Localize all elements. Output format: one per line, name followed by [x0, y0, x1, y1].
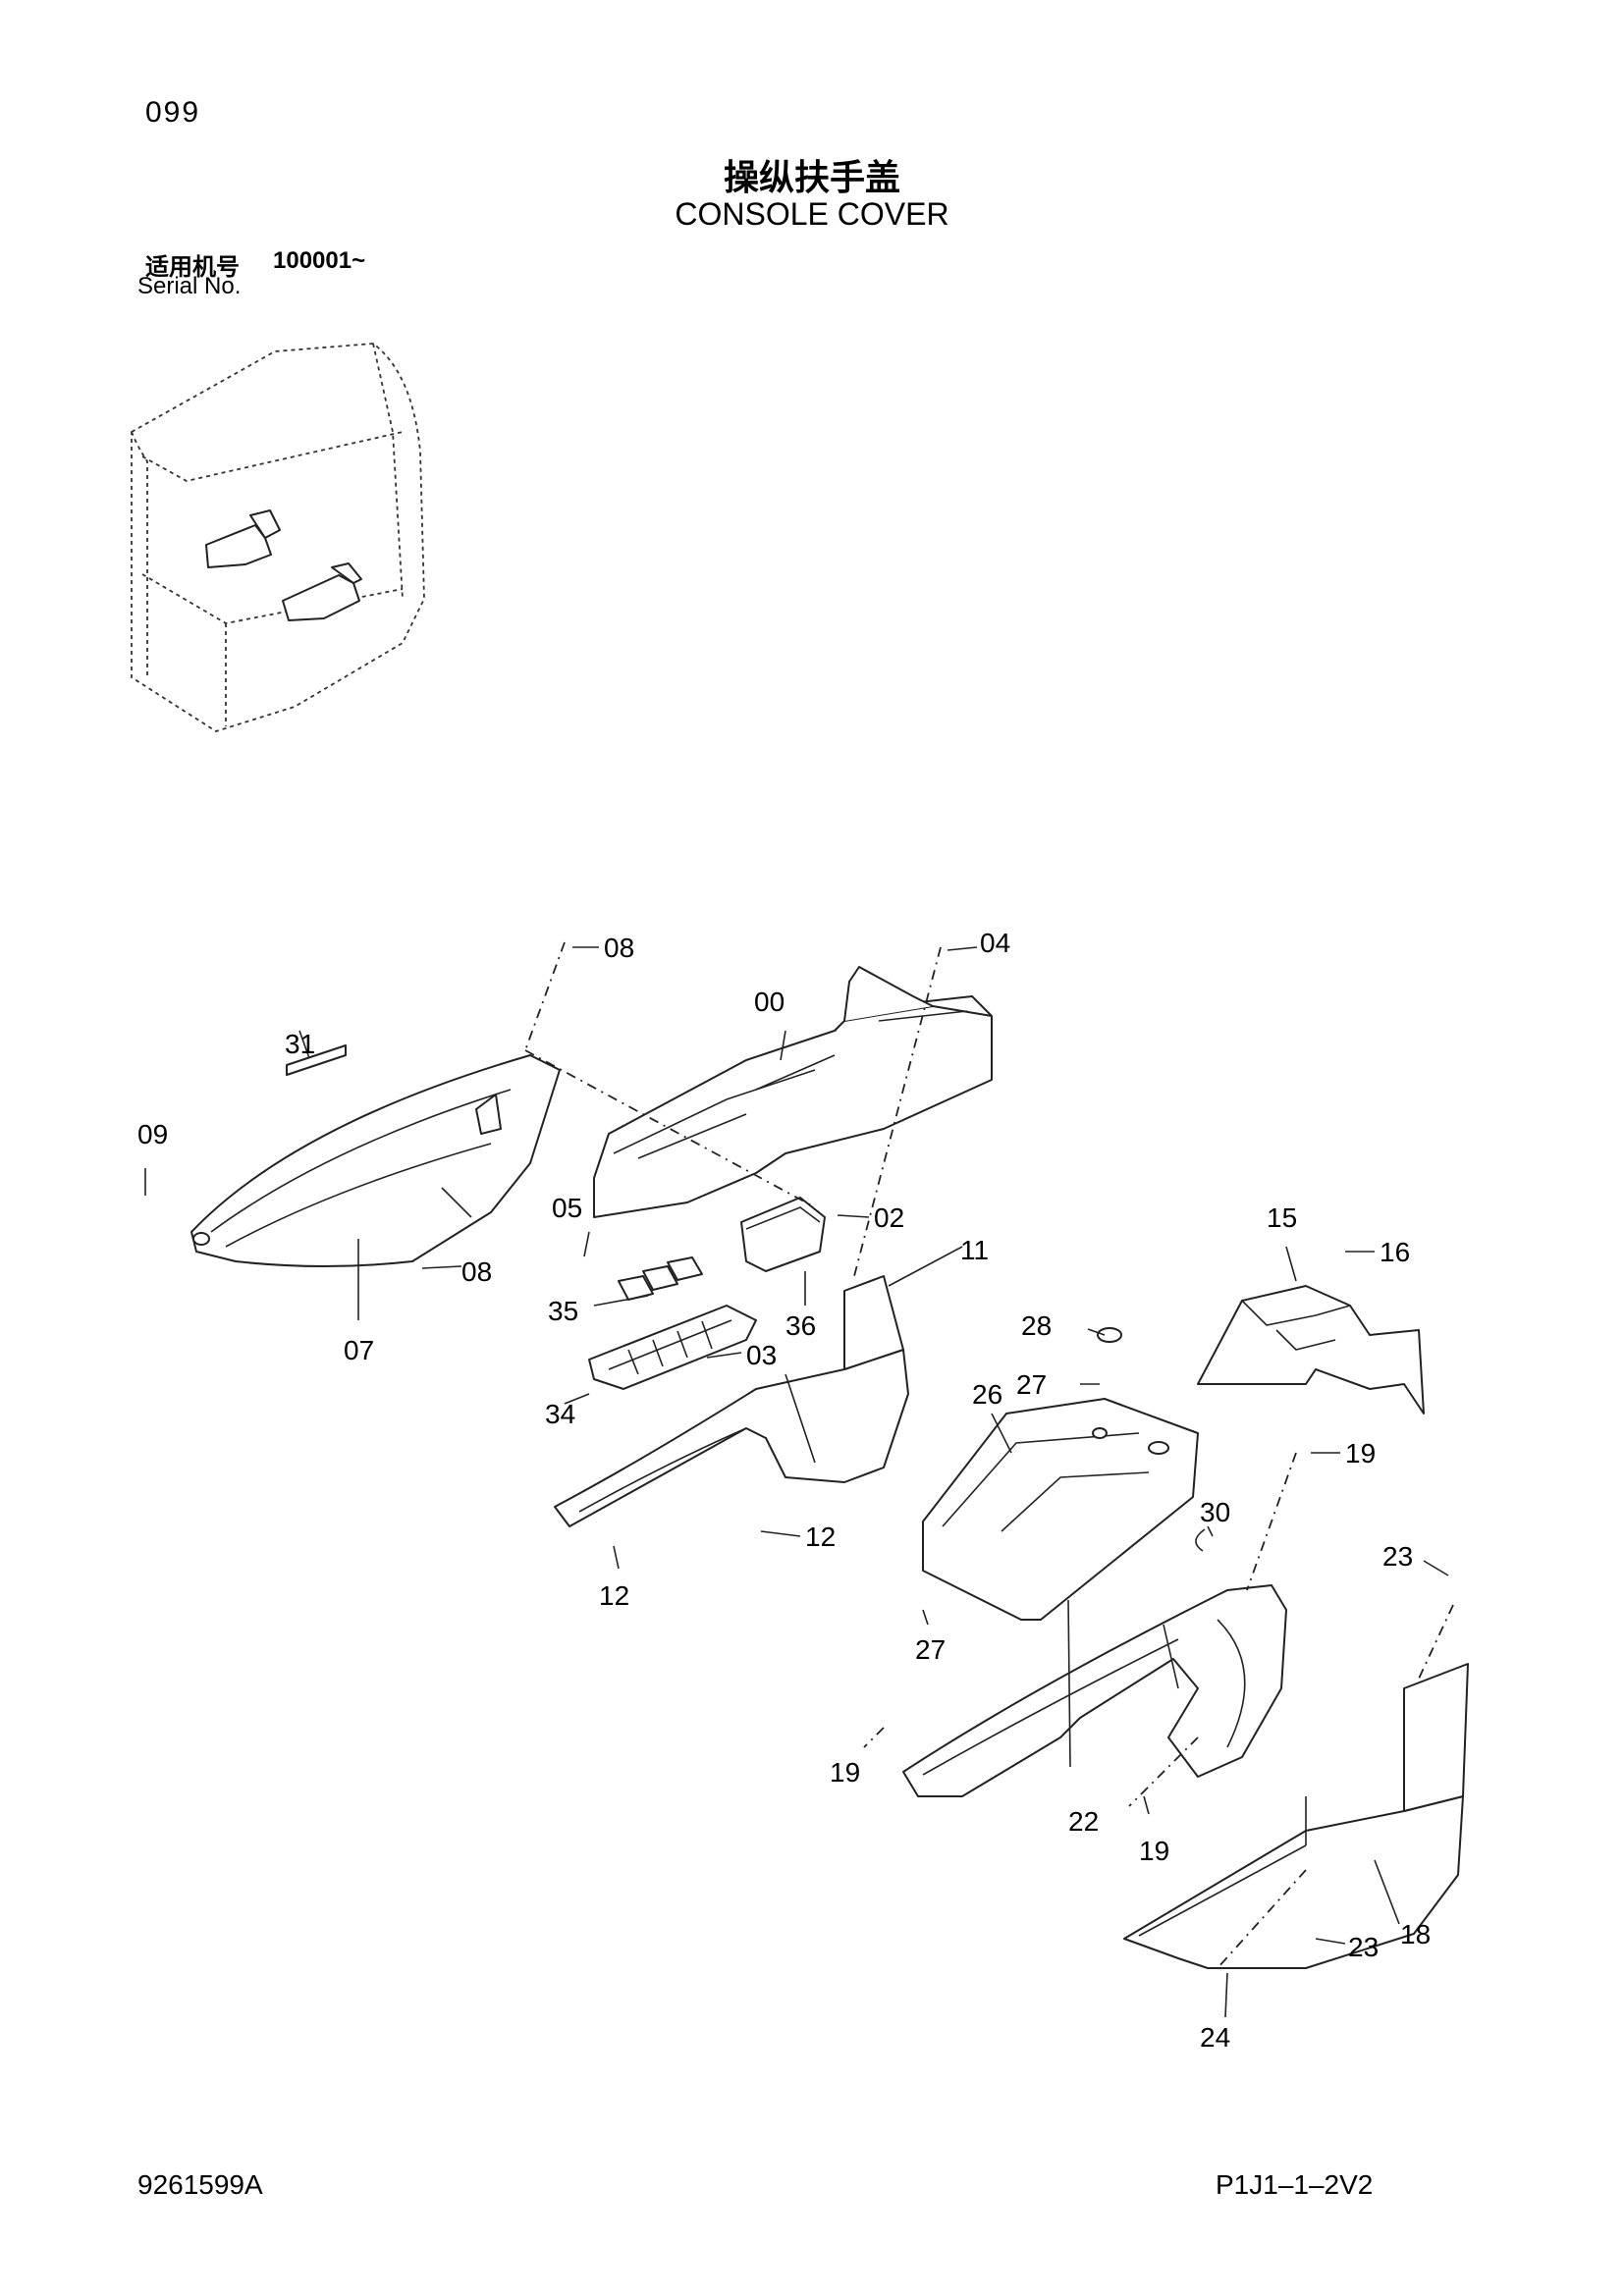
callout-30: 30	[1200, 1497, 1230, 1527]
callout-19-lower: 19	[1139, 1836, 1169, 1866]
page-code: P1J1–1–2V2	[1216, 2169, 1374, 2200]
part-11-inner-cover	[554, 1275, 909, 1527]
callout-23-lower: 23	[1348, 1932, 1379, 1962]
page-title-chinese: 操纵扶手盖	[723, 158, 900, 198]
part-22-right-cover	[902, 1584, 1287, 1797]
assembly-lines	[524, 941, 1454, 1969]
callout-27-upper: 27	[1016, 1369, 1047, 1400]
part-26-cover-top	[922, 1398, 1199, 1621]
part-35-caps	[618, 1256, 703, 1301]
part-15-panel	[1197, 1285, 1425, 1415]
callout-00: 00	[754, 987, 785, 1017]
callout-15: 15	[1267, 1202, 1297, 1233]
part-18-lower-cover	[1123, 1663, 1469, 1969]
fasteners	[1097, 1327, 1206, 1552]
part-34-switch-panel	[588, 1305, 757, 1390]
callout-03: 03	[746, 1340, 777, 1370]
part-00-console-frame	[593, 966, 993, 1218]
callout-08-lower: 08	[461, 1256, 492, 1287]
callout-34: 34	[545, 1399, 575, 1429]
callout-22: 22	[1068, 1806, 1099, 1837]
callout-36: 36	[785, 1310, 816, 1341]
callout-09: 09	[137, 1119, 168, 1149]
callout-28: 28	[1021, 1310, 1052, 1341]
callout-04: 04	[980, 928, 1010, 958]
part-02-tray	[740, 1197, 826, 1272]
callout-12-left: 12	[599, 1580, 629, 1611]
cab-overview-sketch	[131, 343, 425, 732]
callout-11: 11	[960, 1235, 989, 1265]
callout-35: 35	[548, 1296, 578, 1326]
callout-19-upper: 19	[1345, 1438, 1376, 1468]
part-07-left-cover	[190, 1044, 561, 1267]
callout-18: 18	[1400, 1919, 1431, 1949]
callout-labels: 08 04 00 31 09 05 02 08 07 35 36 03 34 1…	[137, 928, 1431, 2053]
callout-02: 02	[874, 1202, 904, 1233]
page-title-english: CONSOLE COVER	[675, 196, 949, 232]
callout-26: 26	[972, 1379, 1002, 1410]
page-number: 099	[145, 96, 201, 129]
callout-27-lower: 27	[915, 1634, 946, 1665]
callout-19-left: 19	[830, 1757, 860, 1788]
callout-07: 07	[344, 1335, 374, 1365]
serial-label-chinese: 适用机号	[145, 253, 240, 281]
serial-label-english: Serial No.	[137, 273, 242, 299]
callout-31: 31	[285, 1029, 315, 1059]
serial-range: 100001~	[273, 247, 366, 274]
document-code: 9261599A	[137, 2169, 263, 2200]
callout-05: 05	[552, 1193, 582, 1223]
callout-24: 24	[1200, 2022, 1230, 2053]
callout-12-right: 12	[805, 1522, 836, 1552]
callout-23-upper: 23	[1382, 1541, 1413, 1572]
leader-lines	[144, 946, 1449, 2018]
callout-08-top: 08	[604, 933, 634, 963]
callout-16: 16	[1380, 1237, 1410, 1267]
